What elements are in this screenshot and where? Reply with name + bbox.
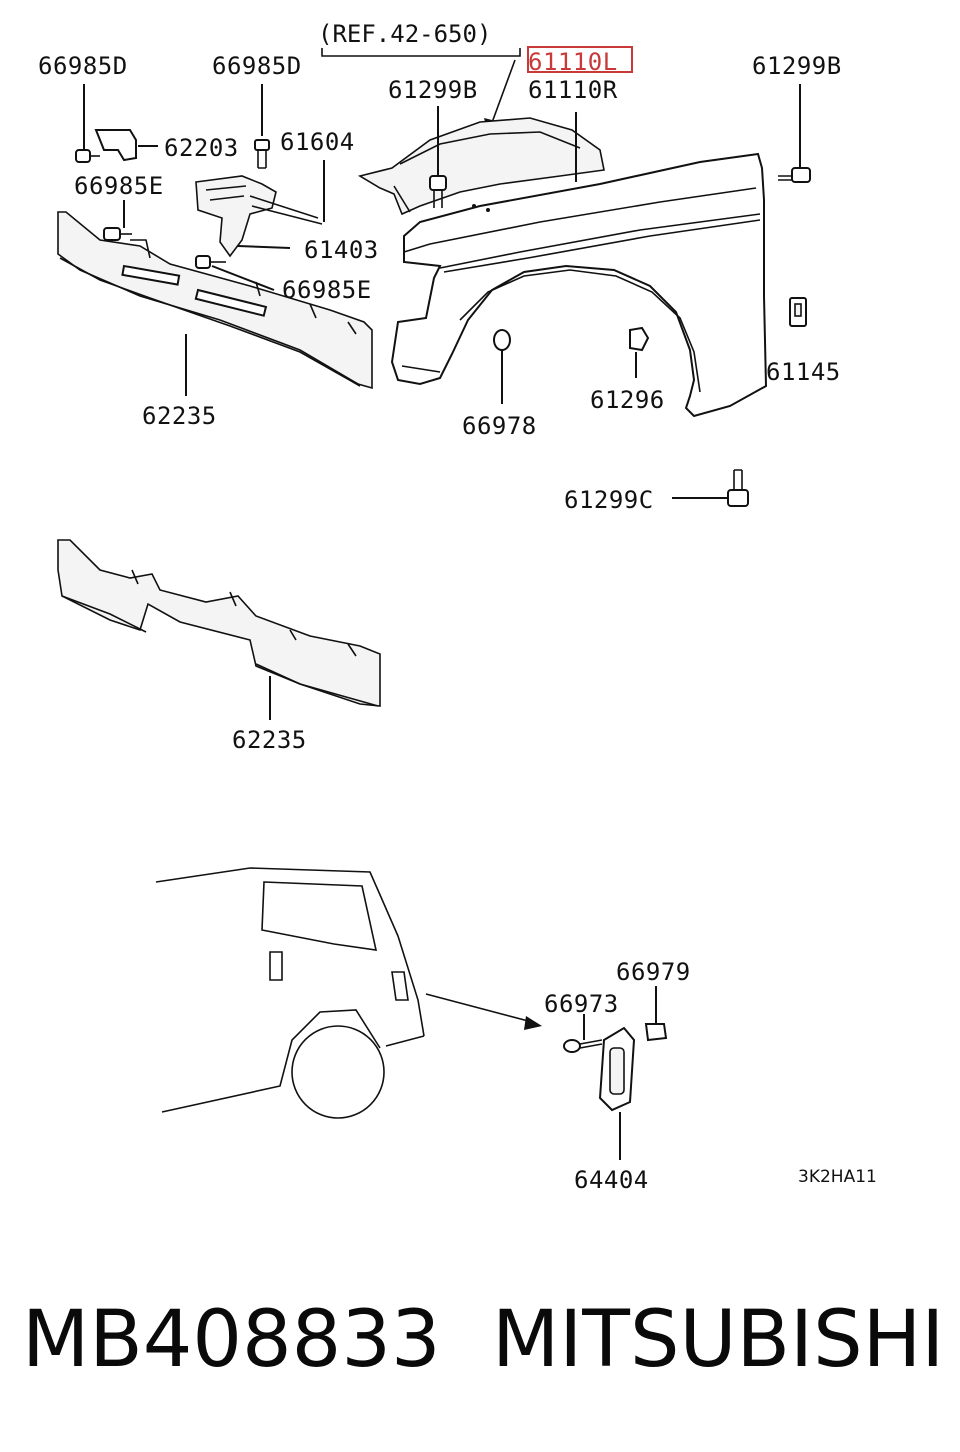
plate-61145 xyxy=(789,297,807,327)
bolt-66985D-left xyxy=(75,84,100,163)
bolt-61299B-inner xyxy=(429,106,447,208)
bolt-66985E-upper xyxy=(103,200,132,241)
bracket-62203 xyxy=(94,129,158,162)
label-61110R: 61110R xyxy=(528,76,618,104)
label-66985D: 66985D xyxy=(212,52,302,80)
screw-66973 xyxy=(563,1014,603,1053)
bracket-61403 xyxy=(195,175,323,258)
label-61604: 61604 xyxy=(280,128,355,156)
plate-64404 xyxy=(598,1026,636,1160)
label-62235: 62235 xyxy=(232,726,307,754)
label-64404: 64404 xyxy=(574,1166,649,1194)
label-61296: 61296 xyxy=(590,386,665,414)
label-61145: 61145 xyxy=(766,358,841,386)
fender-61110 xyxy=(390,112,768,418)
label-66973: 66973 xyxy=(544,990,619,1018)
clip-66978 xyxy=(493,329,511,404)
apron-62235-lower xyxy=(57,539,381,720)
label-61110L: 61110L xyxy=(528,48,618,76)
label-61299B: 61299B xyxy=(752,52,842,80)
clip-61296 xyxy=(629,326,650,378)
label-66985D: 66985D xyxy=(38,52,128,80)
clip-66979 xyxy=(644,986,668,1042)
inner-panel xyxy=(357,117,605,216)
bolt-66985E-lower xyxy=(195,255,275,291)
apron-62235-upper xyxy=(57,211,373,396)
label-61403: 61403 xyxy=(304,236,379,264)
label-66979: 66979 xyxy=(616,958,691,986)
diagram-code: 3K2HA11 xyxy=(798,1167,877,1187)
rear-body-illustration xyxy=(155,867,542,1119)
label-62203: 62203 xyxy=(164,134,239,162)
label-62235: 62235 xyxy=(142,402,217,430)
highlight-box xyxy=(527,46,633,73)
label-66978: 66978 xyxy=(462,412,537,440)
label-61299B: 61299B xyxy=(388,76,478,104)
reference-label: (REF.42-650) xyxy=(318,20,491,48)
label-66985E: 66985E xyxy=(74,172,164,200)
bolt-66985D-middle xyxy=(254,84,270,169)
label-66985E: 66985E xyxy=(282,276,372,304)
brand-name: MITSUBISHI xyxy=(492,1295,944,1385)
part-number: MB408833 xyxy=(22,1295,441,1385)
label-61299C: 61299C xyxy=(564,486,654,514)
bolt-61299C xyxy=(672,469,749,507)
bolt-61299B-outer xyxy=(778,84,811,183)
